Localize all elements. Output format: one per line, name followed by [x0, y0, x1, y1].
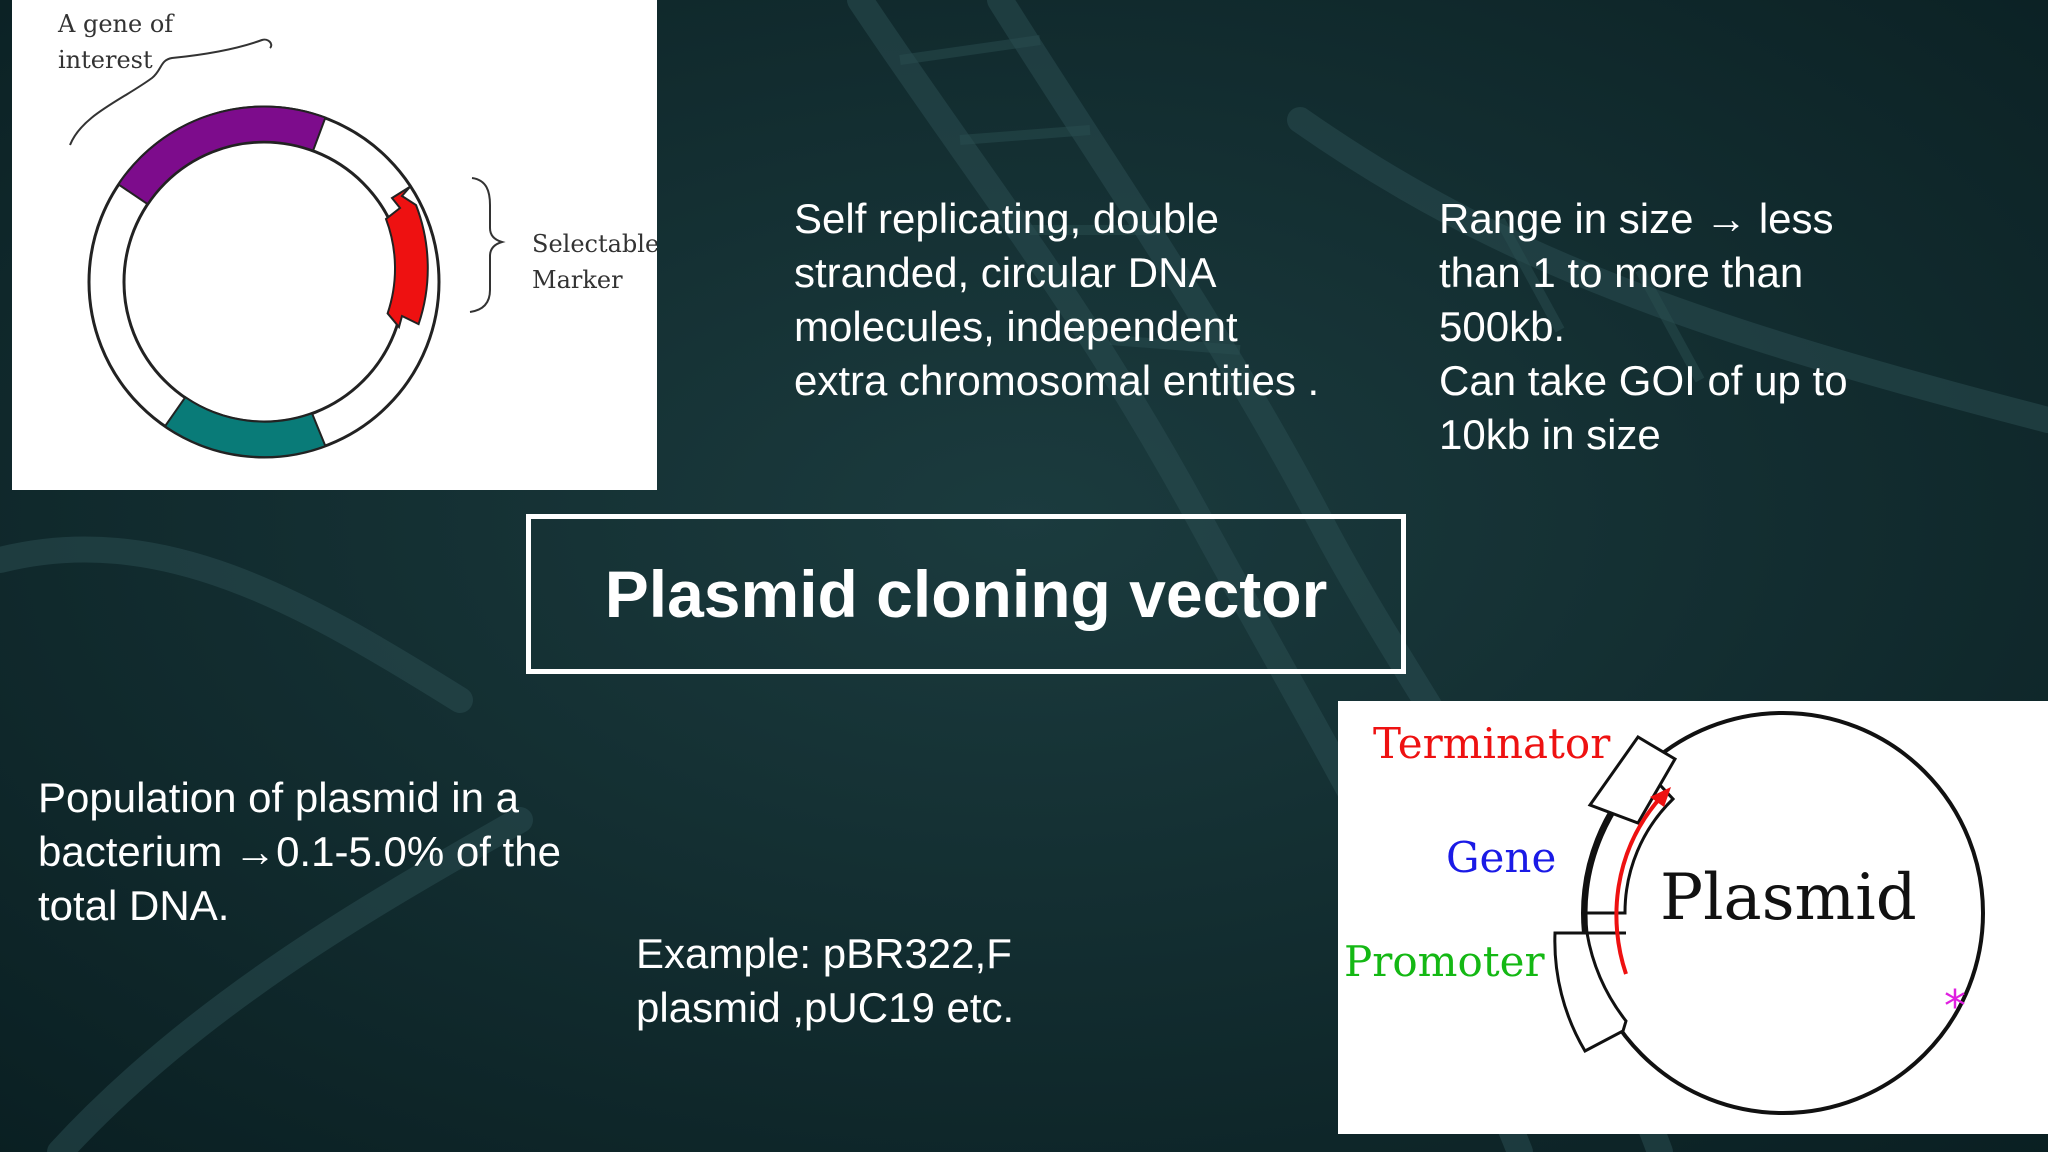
population-line: bacterium →0.1-5.0% of the [38, 828, 561, 875]
gene-of-interest-segment [117, 105, 327, 206]
plasmid-population-text: Population of plasmid in a bacterium →0.… [38, 771, 561, 933]
transcription-arrowhead [1650, 787, 1671, 807]
promoter-label: Promoter [1344, 937, 1545, 986]
example-line: Example: pBR322,F [636, 930, 1012, 977]
selectable-marker-label: Selectable Marker [532, 230, 657, 294]
definition-line: stranded, circular DNA [794, 249, 1217, 296]
size-line: Can take GOI of up to [1439, 357, 1848, 404]
example-line: plasmid ,pUC19 etc. [636, 984, 1015, 1031]
plasmid-map-diagram [1553, 711, 1985, 1115]
plasmid-examples-text: Example: pBR322,F plasmid ,pUC19 etc. [636, 927, 1014, 1035]
plasmid-diagram-right: Terminator Gene Promoter Plasmid * [1338, 701, 2048, 1134]
population-line: Population of plasmid in a [38, 774, 519, 821]
size-line: 10kb in size [1439, 411, 1661, 458]
promoter-block [1553, 931, 1628, 1053]
plasmid-center-label: Plasmid [1660, 861, 1917, 935]
population-line: total DNA. [38, 882, 230, 929]
definition-line: extra chromosomal entities . [794, 357, 1320, 404]
teal-segment [163, 395, 327, 459]
terminator-label: Terminator [1373, 719, 1611, 768]
plasmid-size-text: Range in size → less than 1 to more than… [1439, 192, 1848, 462]
size-line: than 1 to more than [1439, 249, 1804, 296]
definition-line: molecules, independent [794, 303, 1238, 350]
marker-brace [469, 177, 506, 313]
gene-of-interest-label: A gene of interest [58, 10, 174, 74]
plasmid-diagram-left: A gene of interest Selectable Marker [12, 0, 657, 490]
terminator-block [1587, 735, 1678, 825]
size-line: Range in size → less [1439, 195, 1834, 242]
slide-title: Plasmid cloning vector [604, 557, 1328, 631]
definition-line: Self replicating, double [794, 195, 1219, 242]
size-line: 500kb. [1439, 303, 1566, 350]
plasmid-definition-text: Self replicating, double stranded, circu… [794, 192, 1319, 408]
slide-title-box: Plasmid cloning vector [526, 514, 1406, 674]
gene-brace [69, 38, 273, 146]
transcription-arrow [1614, 795, 1663, 975]
gene-label: Gene [1446, 833, 1557, 882]
selectable-marker-segment [384, 185, 429, 330]
marker-star-icon: * [1944, 981, 1966, 1032]
plasmid-ring-diagram [69, 38, 506, 459]
